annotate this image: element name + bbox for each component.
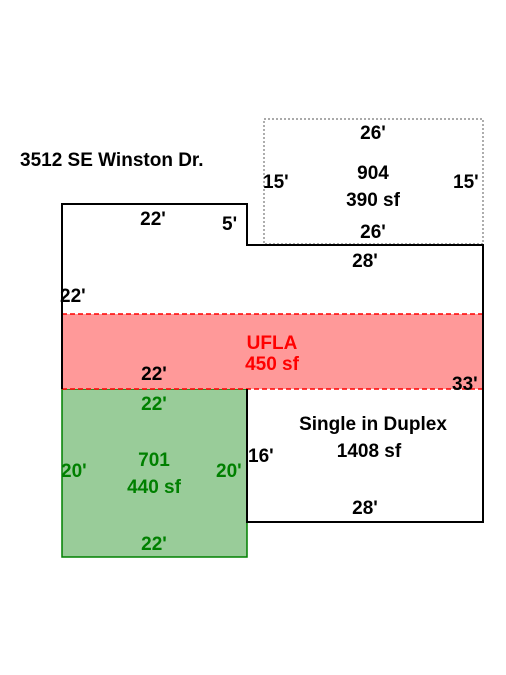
area-701-top-dim: 22' xyxy=(141,394,167,415)
main-bottom-dim: 28' xyxy=(352,498,378,519)
main-inner-dim: 22' xyxy=(141,364,167,385)
address-label: 3512 SE Winston Dr. xyxy=(20,150,204,171)
area-904-right-dim: 15' xyxy=(453,172,479,193)
area-701-left-dim: 20' xyxy=(61,461,87,482)
ufla-shape xyxy=(61,313,484,390)
main-top-left-dim: 22' xyxy=(140,209,166,230)
area-904-top-dim: 26' xyxy=(360,123,386,144)
main-left-dim: 22' xyxy=(60,286,86,307)
main-area-name: Single in Duplex xyxy=(299,414,447,435)
main-building-outline xyxy=(61,203,484,523)
main-step-dim: 16' xyxy=(248,446,274,467)
ufla-name: UFLA xyxy=(247,333,298,354)
area-701-name: 701 xyxy=(138,450,170,471)
area-904-name: 904 xyxy=(357,163,389,184)
area-904-bottom-dim: 26' xyxy=(360,222,386,243)
area-904-size: 390 sf xyxy=(346,190,401,211)
area-701-size: 440 sf xyxy=(127,477,182,498)
main-notch-dim: 5' xyxy=(222,214,237,235)
area-904-left-dim: 15' xyxy=(263,172,289,193)
main-top-right-dim: 28' xyxy=(352,251,378,272)
area-701-bottom-dim: 22' xyxy=(141,534,167,555)
area-701-right-dim: 20' xyxy=(216,461,242,482)
main-area-size: 1408 sf xyxy=(337,441,402,462)
ufla-size: 450 sf xyxy=(245,354,300,375)
main-right-dim: 33' xyxy=(452,374,478,395)
